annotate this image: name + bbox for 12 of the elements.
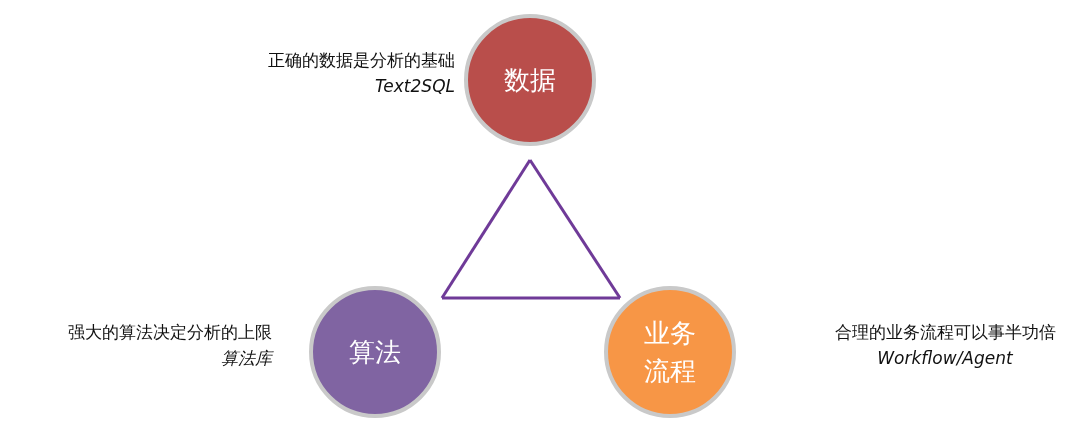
subtitle-text: Text2SQL [375,75,455,98]
connector-line [440,159,532,299]
subtitle-text: 算法库 [221,347,272,370]
caption-text: 正确的数据是分析的基础 [268,49,455,72]
node-label: 数据 [503,64,557,97]
subtitle-text: Workflow/Agent [877,347,1013,370]
caption-text: 强大的算法决定分析的上限 [68,321,272,344]
connector-line [442,296,620,300]
node-label: 业务流程 [643,317,697,388]
node-label: 算法 [348,336,402,369]
caption-text: 合理的业务流程可以事半功倍 [834,321,1056,344]
connector-line [528,159,622,299]
